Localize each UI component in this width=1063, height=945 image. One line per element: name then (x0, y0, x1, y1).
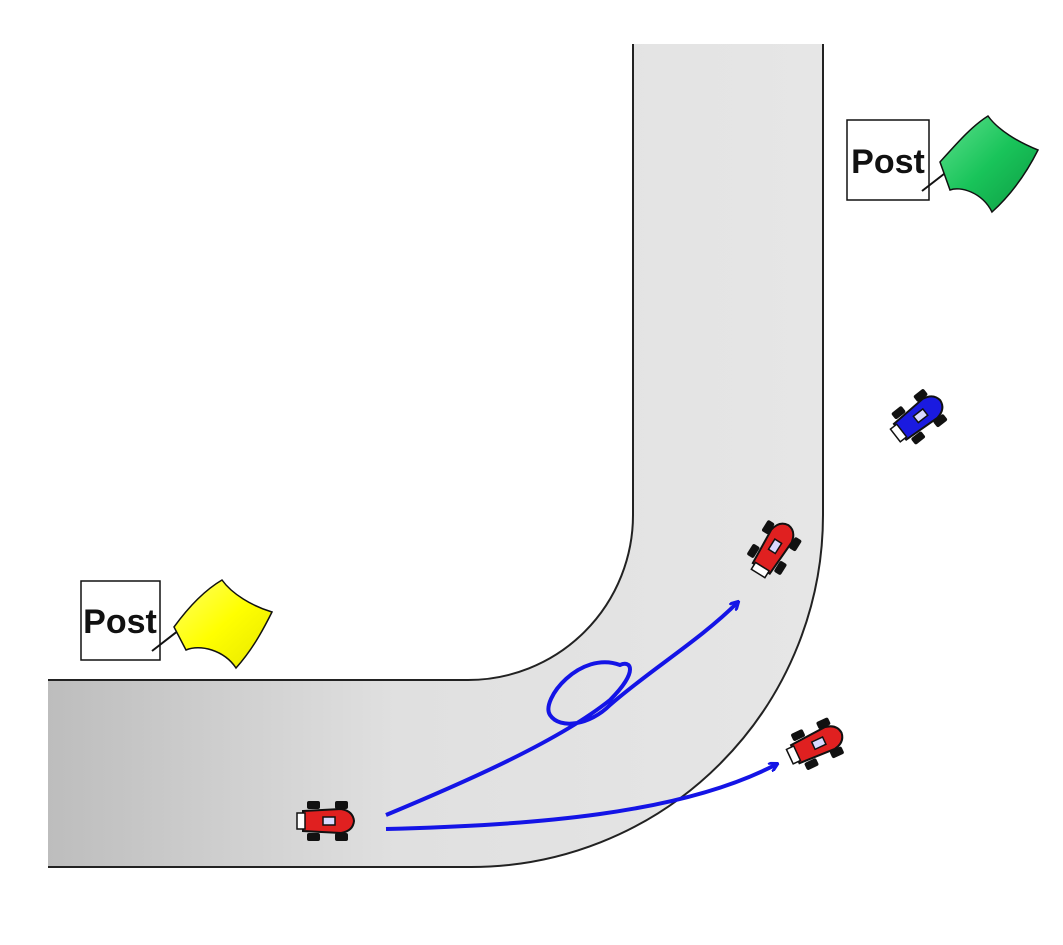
direct-path-arrow (385, 764, 777, 831)
looping-path-arrow (385, 602, 738, 817)
road-outline-outer (48, 44, 824, 868)
green-flag-icon (939, 114, 1040, 214)
yellow-flag-icon (173, 579, 274, 670)
post-label: Post (83, 603, 157, 641)
post-label: Post (851, 143, 925, 181)
other-car (882, 383, 954, 453)
target-car-lower (780, 713, 851, 776)
green-post: Post (846, 114, 1040, 214)
post-sign-box (80, 580, 161, 661)
post-sign-box (846, 119, 930, 201)
road-outline-inner (48, 44, 634, 681)
race-track-road (48, 44, 823, 867)
yellow-post: Post (80, 579, 274, 670)
